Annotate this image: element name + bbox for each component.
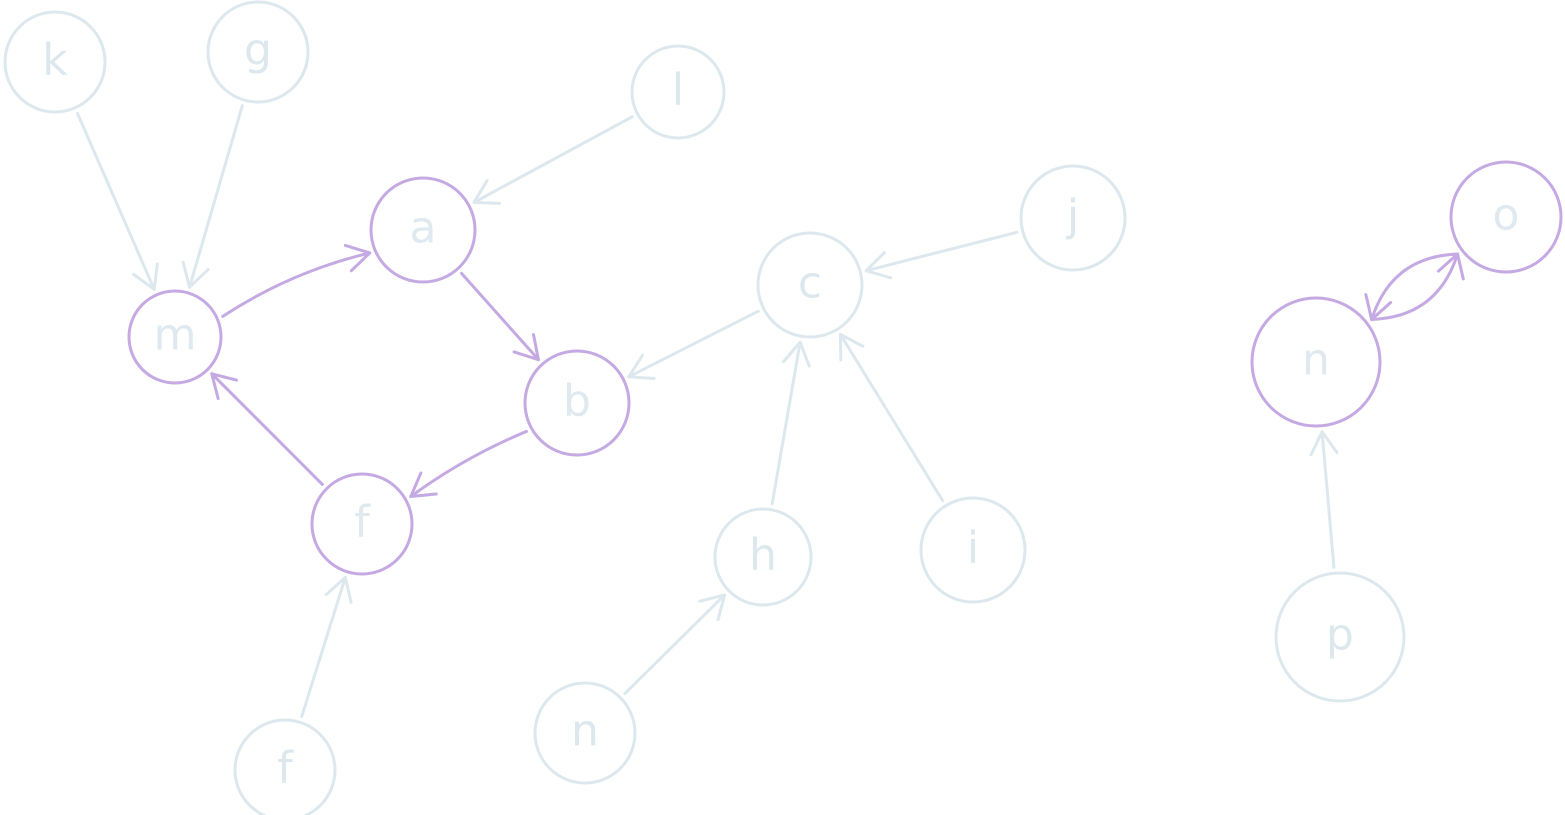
edge-g1-to-m1: [181, 104, 244, 289]
node-j1: j: [1019, 164, 1127, 272]
node-circle: [369, 176, 477, 284]
node-circle: [1250, 296, 1382, 428]
edge-line: [1370, 252, 1460, 322]
node-circle: [1449, 160, 1563, 274]
node-b1: b: [523, 349, 631, 457]
node-circle: [1019, 164, 1127, 272]
node-label: i: [967, 523, 979, 574]
node-f2: f: [233, 718, 337, 815]
edge-k1-to-m1: [75, 111, 159, 291]
edge-line: [75, 111, 156, 291]
node-o1: o: [1449, 160, 1563, 274]
node-label: f: [277, 743, 294, 794]
edge-h1-to-c1: [770, 340, 811, 506]
edge-line: [623, 593, 727, 696]
edge-line: [472, 115, 634, 204]
edge-b1-to-f1: [409, 429, 528, 499]
edge-l1-to-a1: [472, 115, 634, 205]
node-circle: [630, 44, 726, 140]
node-circle: [1274, 571, 1406, 703]
edge-o1-to-n2: [1364, 252, 1460, 322]
node-n1: n: [533, 681, 637, 785]
node-circle: [3, 10, 107, 114]
node-label: f: [354, 497, 371, 548]
edge-p1-to-n2: [1309, 430, 1339, 569]
node-label: g: [244, 25, 272, 76]
node-p1: p: [1274, 571, 1406, 703]
node-n2: n: [1250, 296, 1382, 428]
arrowhead: [838, 332, 865, 362]
edge-line: [627, 309, 760, 379]
node-g1: g: [206, 0, 310, 104]
node-circle: [533, 681, 637, 785]
edge-line: [460, 271, 540, 362]
node-circle: [523, 349, 631, 457]
edge-j1-to-c1: [864, 230, 1019, 280]
edge-a1-to-b1: [460, 271, 540, 362]
node-a1: a: [369, 176, 477, 284]
node-label: a: [410, 203, 437, 254]
node-f1: f: [310, 472, 414, 576]
node-circle: [919, 496, 1027, 604]
edge-c1-to-b1: [627, 309, 760, 380]
arrowhead: [210, 372, 239, 401]
arrowhead: [324, 575, 353, 604]
arrowhead: [512, 333, 540, 362]
nodes-layer: k g l a m b f f c j h i n o n p: [3, 0, 1563, 815]
edge-f1-to-m1: [210, 372, 324, 486]
edge-n1-to-h1: [623, 593, 727, 696]
edge-line: [838, 332, 945, 503]
edge-m1-to-a1: [221, 243, 372, 318]
edge-line: [1370, 252, 1460, 322]
arrowhead: [472, 178, 502, 205]
node-label: p: [1326, 610, 1354, 661]
arrowhead: [343, 243, 372, 273]
arrowhead: [782, 340, 811, 368]
node-label: n: [571, 706, 599, 757]
arrowhead: [1364, 293, 1393, 322]
node-circle: [233, 718, 337, 815]
arrowhead: [409, 471, 438, 499]
node-h1: h: [713, 507, 813, 607]
node-label: o: [1493, 190, 1520, 241]
edge-line: [210, 372, 324, 486]
edge-line: [1320, 430, 1336, 569]
arrowhead: [864, 251, 893, 280]
node-circle: [206, 0, 310, 104]
edge-line: [864, 230, 1019, 273]
node-label: k: [42, 35, 68, 86]
node-i1: i: [919, 496, 1027, 604]
arrowhead: [698, 593, 727, 622]
edge-line: [770, 340, 802, 506]
arrowhead: [131, 262, 159, 291]
edge-line: [221, 251, 372, 318]
edge-i1-to-c1: [838, 332, 945, 503]
node-circle: [310, 472, 414, 576]
edge-line: [188, 104, 244, 289]
edges-layer: [75, 104, 1465, 719]
node-c1: c: [756, 231, 864, 339]
edge-line: [300, 575, 347, 719]
arrowhead: [1309, 430, 1339, 457]
edge-line: [409, 429, 528, 499]
node-label: n: [1302, 335, 1330, 386]
arrowhead: [1436, 252, 1465, 281]
arrowhead: [181, 260, 210, 289]
node-circle: [127, 289, 223, 385]
node-label: m: [154, 310, 197, 361]
node-circle: [713, 507, 813, 607]
node-l1: l: [630, 44, 726, 140]
node-m1: m: [127, 289, 223, 385]
node-label: c: [798, 258, 822, 309]
node-label: b: [563, 376, 591, 427]
arrowhead: [627, 353, 656, 380]
edge-f2-to-f1: [300, 575, 353, 719]
node-k1: k: [3, 10, 107, 114]
node-circle: [756, 231, 864, 339]
node-label: h: [749, 530, 777, 581]
node-label: l: [672, 65, 684, 116]
node-label: j: [1066, 191, 1079, 242]
